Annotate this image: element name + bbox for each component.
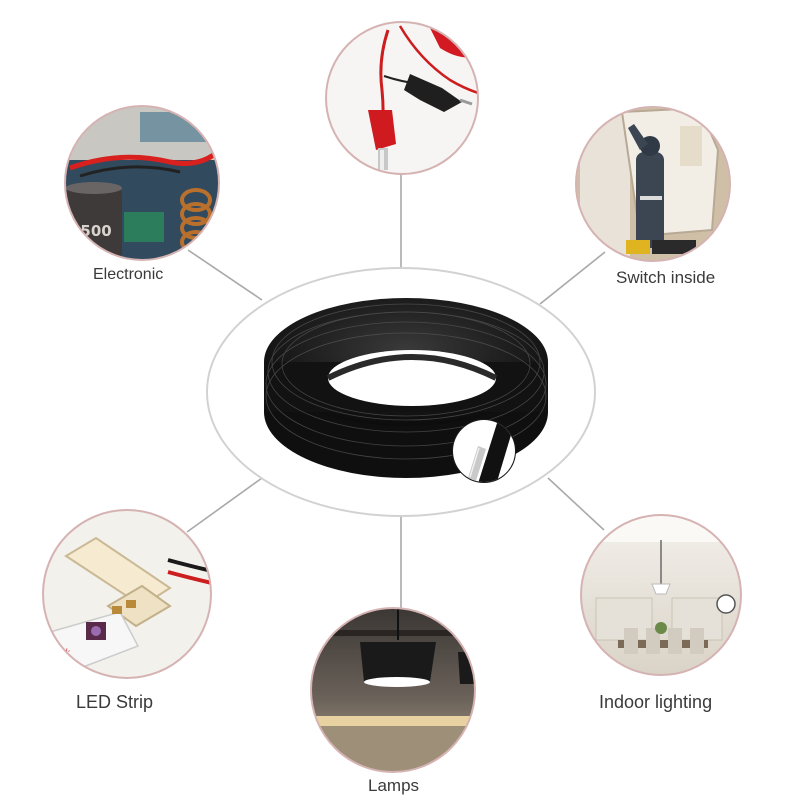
label-lamps: Lamps [368, 776, 420, 795]
connector-line-led [186, 477, 263, 533]
connector-line-switch [539, 251, 606, 305]
photo-pendant-lamps [310, 607, 476, 773]
wire-tip-magnifier [452, 419, 516, 483]
label-electronic: Electronic [93, 266, 164, 283]
photo-clip-test-leads [325, 21, 479, 175]
photo-led-strip-connector: 5V- [42, 509, 212, 679]
label-led-strip: LED Strip [76, 692, 154, 712]
connector-lines [186, 174, 606, 608]
coil-strand-highlights [265, 303, 547, 460]
connector-line-indoor [547, 477, 605, 531]
coil-inner-rim [326, 354, 498, 381]
center-wire-coil [206, 267, 596, 517]
photo-electronic-circuit: 1500 [64, 105, 220, 261]
photo-indoor-dining-room [580, 514, 742, 676]
connector-line-electronic [187, 249, 263, 301]
label-indoor-lighting: Indoor lighting [599, 692, 713, 712]
photo-electrician-switch [575, 106, 731, 262]
label-switch-inside: Switch inside [616, 268, 716, 287]
